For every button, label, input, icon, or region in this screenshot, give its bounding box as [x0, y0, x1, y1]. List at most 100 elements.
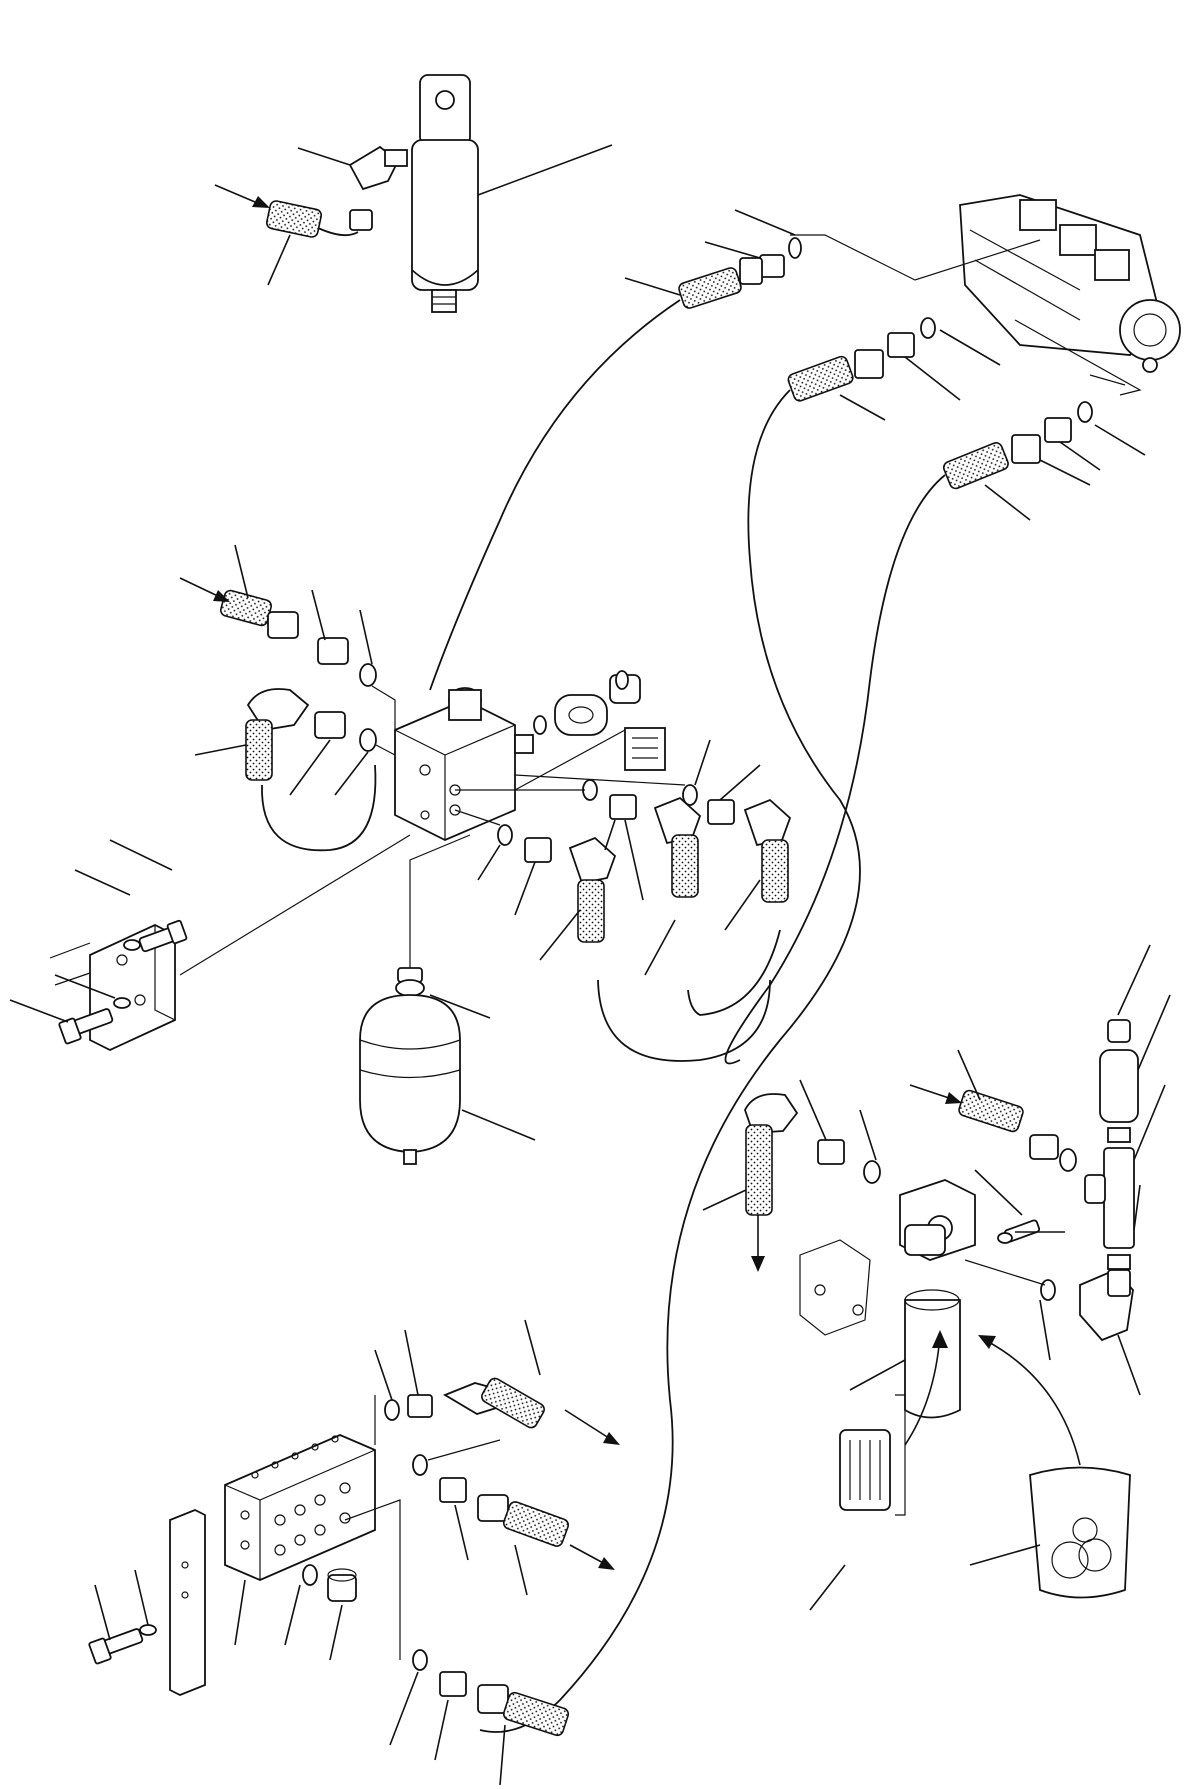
leader-line: [134, 1569, 149, 1626]
leader-line: [974, 1169, 1023, 1216]
leader-line: [1089, 374, 1126, 386]
leader-line: [499, 1724, 506, 1786]
inlet-hose-valve: [220, 589, 377, 687]
accumulator: [359, 967, 461, 1165]
hose-lines: [261, 299, 946, 1733]
hose-cylinder: [265, 200, 359, 238]
leader-line: [524, 1319, 541, 1376]
leader-line: [371, 685, 396, 730]
filter-element: [839, 1394, 906, 1516]
leader-line: [1014, 319, 1142, 396]
leader-line: [9, 999, 69, 1023]
screw-filter: [997, 1219, 1041, 1244]
flow-arrow: [564, 1409, 620, 1445]
seal-kit: [1029, 1466, 1131, 1599]
elbow-hose-filter-left: [744, 1093, 881, 1216]
leader-line: [734, 209, 796, 236]
leader-line: [1039, 1299, 1051, 1361]
leader-line: [1133, 1084, 1166, 1161]
leader-line: [514, 1544, 528, 1596]
leader-line: [719, 764, 761, 801]
leader-line: [1133, 1184, 1141, 1231]
leader-line: [375, 744, 396, 756]
leader-line: [329, 1604, 343, 1661]
hose-valve-loop-left: [261, 764, 377, 852]
leader-line: [284, 1584, 301, 1646]
fitting-set-pump-3: [942, 401, 1093, 490]
leader-line: [267, 234, 291, 286]
leader-line: [477, 144, 613, 196]
leader-line: [427, 1439, 501, 1461]
hose-pump-1-to-valve: [429, 299, 681, 691]
flow-arrow: [179, 577, 230, 602]
leader-line: [539, 909, 581, 961]
outlet-fitting-manifold-1: [384, 1377, 545, 1429]
leader-line: [94, 1584, 111, 1641]
solenoid-coil: [514, 670, 641, 754]
valve-group: [9, 544, 792, 1165]
leader-line: [514, 729, 626, 791]
filter-head: [899, 1179, 976, 1419]
leader-line: [1137, 994, 1171, 1071]
leader-line: [969, 1544, 1041, 1566]
leader-line: [179, 834, 411, 976]
elbow-fitting-left: [245, 688, 377, 781]
leader-line: [194, 744, 247, 756]
hose-pump-2-to-manifold: [479, 389, 861, 1733]
hose-pump-3-to-valve: [724, 474, 946, 1065]
leader-line: [849, 1359, 906, 1391]
leader-line: [1039, 459, 1091, 486]
leader-line: [429, 994, 491, 1019]
connector-plug: [624, 727, 666, 771]
inlet-hose-filter: [958, 1089, 1077, 1172]
elbow-fitting-cylinder: [348, 145, 408, 191]
leader-line: [454, 1504, 469, 1561]
leader-line: [694, 739, 711, 786]
distribution-manifold: [224, 1434, 376, 1581]
leader-line: [859, 1109, 877, 1161]
leader-line: [234, 1579, 246, 1646]
leader-line: [461, 1109, 536, 1141]
leader-line: [904, 356, 961, 401]
leader-line: [334, 751, 369, 796]
nut-cylinder: [349, 209, 373, 231]
manifold-group: [88, 1319, 620, 1786]
hose-valve-loop-mid: [597, 979, 771, 1062]
outlet-fitting-manifold-3: [412, 1649, 570, 1737]
leader-line: [624, 819, 644, 901]
elbow-fitting-filter-right: [1040, 1268, 1134, 1342]
leader-line: [434, 1699, 449, 1761]
hose-valve-loop-right: [687, 929, 781, 1016]
leader-line: [704, 241, 761, 259]
flow-arrow: [909, 1084, 962, 1104]
mounting-bracket: [49, 919, 188, 1051]
filter-group: [702, 944, 1171, 1611]
leader-line: [109, 839, 173, 871]
leader-line: [984, 1339, 1081, 1466]
cylinder-group: [214, 74, 613, 313]
manifold-plate: [88, 1509, 206, 1696]
arrow-head: [932, 1330, 948, 1348]
flow-arrow: [569, 1544, 615, 1570]
outlet-fitting-manifold-2: [412, 1454, 570, 1547]
leader-line: [74, 869, 131, 896]
fitting-set-pump-2: [787, 317, 936, 402]
leader-line: [839, 394, 886, 421]
leader-line: [644, 919, 676, 976]
leader-line: [904, 1334, 941, 1446]
leader-line: [454, 809, 501, 826]
leader-line: [289, 739, 331, 796]
leader-line: [54, 974, 116, 999]
leader-line: [702, 1189, 747, 1211]
leader-line: [1117, 944, 1151, 1016]
leader-line: [604, 819, 616, 851]
leader-line: [404, 1329, 419, 1396]
filter-side-plate: [799, 1239, 871, 1336]
leader-line: [311, 589, 326, 641]
hydraulic-pump: [959, 194, 1181, 373]
leader-line: [724, 879, 761, 931]
valve-block: [394, 687, 516, 841]
leader-line: [957, 1049, 981, 1101]
leader-line: [1059, 441, 1101, 471]
